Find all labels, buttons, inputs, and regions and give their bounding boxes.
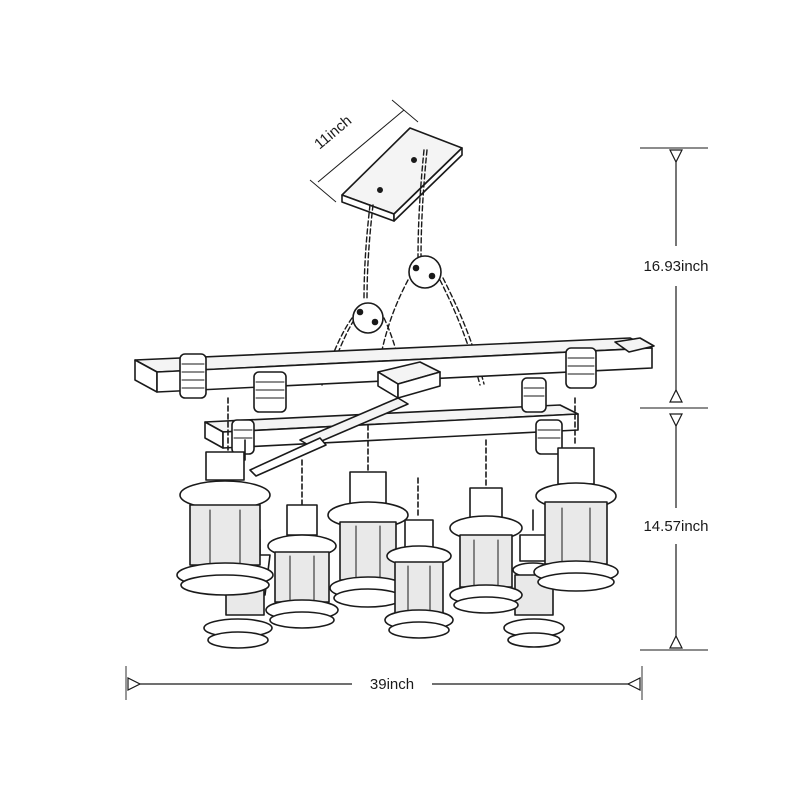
lantern-mid-left xyxy=(265,459,339,629)
lower-height-dimension xyxy=(640,407,708,651)
triangle-arrowhead-icon xyxy=(127,677,142,691)
triangle-arrowhead-icon xyxy=(626,677,641,691)
triangle-arrowhead-icon xyxy=(669,634,683,649)
upper-height-label: 16.93inch xyxy=(643,258,708,275)
triangle-arrowhead-icon xyxy=(669,149,683,164)
lantern-right xyxy=(533,397,619,592)
overall-width-label: 39inch xyxy=(370,676,414,693)
dimension-annotations xyxy=(125,99,708,700)
ceiling-canopy xyxy=(341,127,463,222)
lantern-front-center xyxy=(384,477,454,639)
canopy-width-dimension xyxy=(309,99,419,203)
chandelier-illustration xyxy=(134,127,655,649)
wooden-beam-cross xyxy=(249,361,441,477)
lantern-mid-right xyxy=(449,439,523,614)
lower-height-label: 14.57inch xyxy=(643,518,708,535)
triangle-arrowhead-icon xyxy=(669,388,683,403)
lantern-left xyxy=(176,397,274,596)
upper-height-dimension xyxy=(640,147,708,403)
triangle-arrowhead-icon xyxy=(669,413,683,428)
chain-ball-joints xyxy=(352,255,442,334)
overall-width-dimension xyxy=(125,666,643,700)
rope-wraps xyxy=(179,347,597,455)
canopy-width-label: 11inch xyxy=(311,112,355,153)
lantern-center xyxy=(327,424,409,608)
